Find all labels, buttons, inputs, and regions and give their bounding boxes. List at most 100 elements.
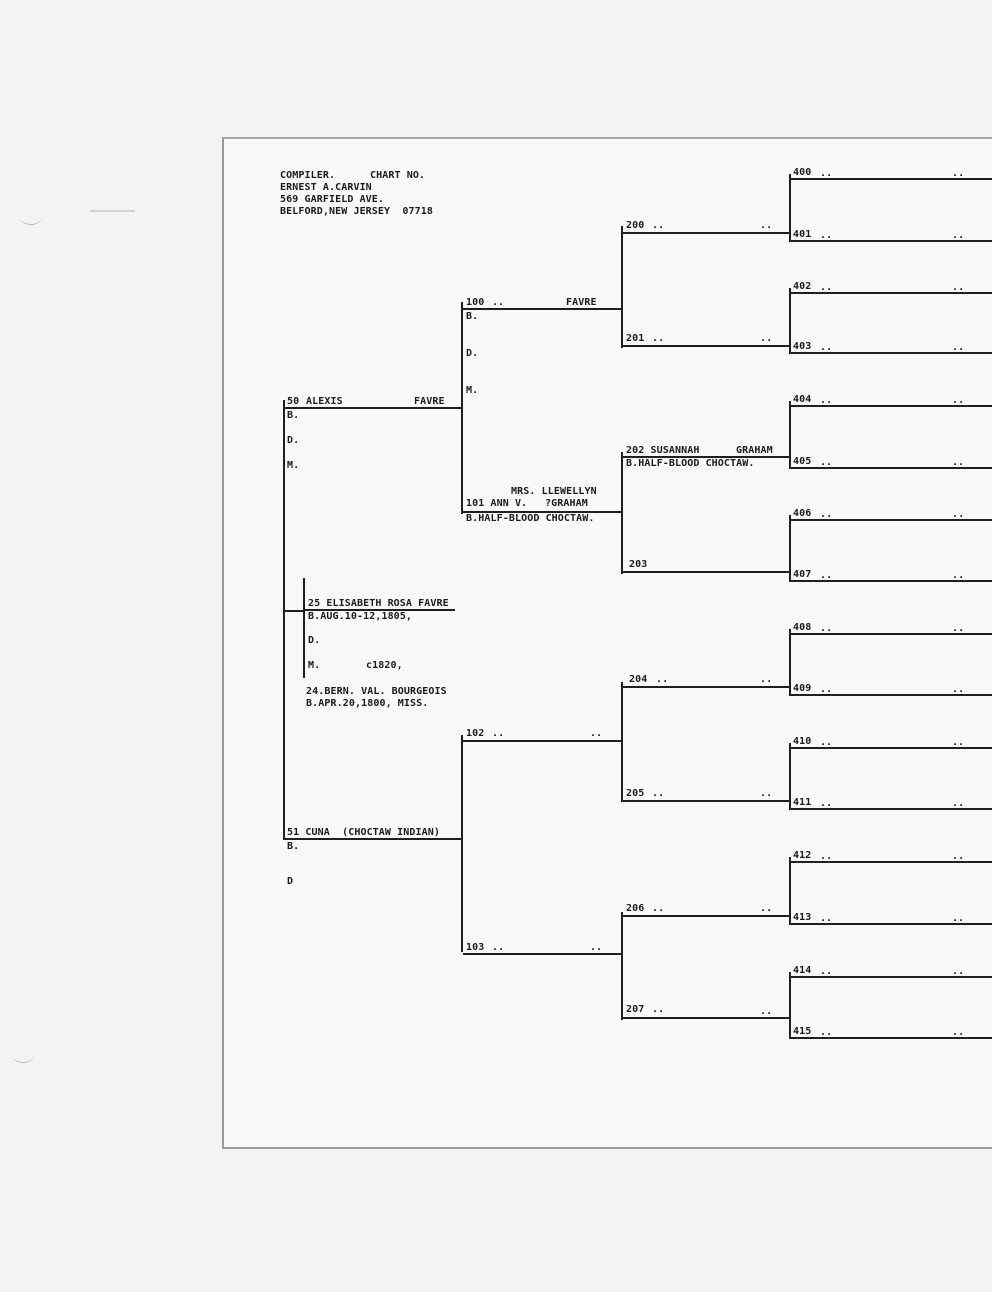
spouse-name: 24.BERN. VAL. BOURGEOIS: [306, 686, 447, 697]
ancestor-402-number: 402: [793, 281, 812, 292]
ancestor-409-line: [791, 694, 992, 696]
ancestor-415-dots-end: ..: [952, 1027, 965, 1038]
ancestor-400-dots: ..: [820, 168, 833, 179]
person-201-dots-end: ..: [760, 333, 773, 344]
person-201-number: 201: [626, 333, 645, 344]
person-50-marriage: M.: [287, 460, 300, 471]
ancestor-408-dots-end: ..: [952, 623, 965, 634]
connector-200-201: [621, 226, 623, 348]
subject-birth: B.AUG.10-12,1805,: [308, 611, 413, 622]
person-102-dots-end: ..: [590, 728, 603, 739]
ancestor-410-dots-end: ..: [952, 737, 965, 748]
person-205-dots-end: ..: [760, 788, 773, 799]
person-103-dots-end: ..: [590, 942, 603, 953]
ancestor-411-dots: ..: [820, 798, 833, 809]
person-100-surname: FAVRE: [566, 297, 597, 308]
person-102-dots: ..: [492, 728, 505, 739]
ancestor-414-line: [791, 976, 992, 978]
person-202-name: 202 SUSANNAH: [626, 445, 700, 456]
ancestor-407-number: 407: [793, 569, 812, 580]
ancestor-403-line: [791, 352, 992, 354]
connector-100-101: [461, 302, 463, 514]
person-100-number: 100: [466, 297, 485, 308]
person-50-death: D.: [287, 435, 300, 446]
ancestor-413-dots-end: ..: [952, 913, 965, 924]
ancestor-409-number: 409: [793, 683, 812, 694]
ancestor-407-dots-end: ..: [952, 570, 965, 581]
person-207-line: [623, 1017, 791, 1019]
ancestor-405-dots: ..: [820, 457, 833, 468]
compiler-city: BELFORD,NEW JERSEY 07718: [280, 206, 434, 217]
ancestor-411-number: 411: [793, 797, 812, 808]
person-100-birth: B.: [466, 311, 479, 322]
ancestor-414-number: 414: [793, 965, 812, 976]
ancestor-402-dots: ..: [820, 282, 833, 293]
person-207-number: 207: [626, 1004, 645, 1015]
ancestor-409-dots-end: ..: [952, 684, 965, 695]
ancestor-403-number: 403: [793, 341, 812, 352]
ancestor-414-dots-end: ..: [952, 966, 965, 977]
person-50-name: ALEXIS: [306, 396, 343, 407]
ancestor-405-dots-end: ..: [952, 457, 965, 468]
person-204-dots-end: ..: [760, 674, 773, 685]
connector-102-103: [461, 735, 463, 952]
person-200-dots-end: ..: [760, 220, 773, 231]
person-100-death: D.: [466, 348, 479, 359]
ancestor-406-number: 406: [793, 508, 812, 519]
ancestor-402-line: [791, 292, 992, 294]
connector-408-409: [789, 629, 791, 696]
person-51-birth: B.: [287, 841, 300, 852]
person-103-dots: ..: [492, 942, 505, 953]
connector-406-407: [789, 515, 791, 582]
connector-204-205: [621, 682, 623, 802]
person-200-dots: ..: [652, 220, 665, 231]
person-100-line: [463, 308, 623, 310]
person-51-death: D: [287, 876, 294, 887]
ancestor-403-dots: ..: [820, 342, 833, 353]
person-101-line: [463, 511, 623, 513]
person-103-number: 103: [466, 942, 485, 953]
subject-marriage-label: M.: [308, 660, 321, 671]
ancestor-405-line: [791, 467, 992, 469]
binder-hole-top: [20, 210, 42, 225]
subject-connector: [303, 578, 305, 678]
ancestor-406-dots-end: ..: [952, 509, 965, 520]
person-202-note: B.HALF-BLOOD CHOCTAW.: [626, 458, 755, 469]
ancestor-413-dots: ..: [820, 913, 833, 924]
person-205-number: 205: [626, 788, 645, 799]
ancestor-412-dots: ..: [820, 851, 833, 862]
person-202-line: [623, 456, 791, 458]
ancestor-408-line: [791, 633, 992, 635]
ancestor-415-number: 415: [793, 1026, 812, 1037]
person-50-birth: B.: [287, 410, 300, 421]
subject-link: [285, 610, 303, 612]
connector-206-207: [621, 912, 623, 1020]
ancestor-412-dots-end: ..: [952, 851, 965, 862]
person-102-number: 102: [466, 728, 485, 739]
ancestor-409-dots: ..: [820, 684, 833, 695]
person-201-dots: ..: [652, 333, 665, 344]
person-205-dots: ..: [652, 788, 665, 799]
connector-400-401: [789, 174, 791, 242]
person-103-line: [463, 953, 623, 955]
connector-412-413: [789, 857, 791, 925]
person-206-number: 206: [626, 903, 645, 914]
ancestor-414-dots: ..: [820, 966, 833, 977]
binder-hole-bottom: [12, 1048, 34, 1063]
person-200-number: 200: [626, 220, 645, 231]
ancestor-415-dots: ..: [820, 1027, 833, 1038]
pedigree-chart-sheet: [222, 137, 992, 1149]
person-206-dots-end: ..: [760, 903, 773, 914]
ancestor-406-line: [791, 519, 992, 521]
person-50-line: [285, 407, 462, 409]
ancestor-404-dots-end: ..: [952, 395, 965, 406]
ancestor-410-number: 410: [793, 736, 812, 747]
ancestor-407-dots: ..: [820, 570, 833, 581]
ancestor-413-line: [791, 923, 992, 925]
person-202-surname: GRAHAM: [736, 445, 773, 456]
ancestor-401-dots: ..: [820, 230, 833, 241]
connector-202-203: [621, 452, 623, 574]
ancestor-412-line: [791, 861, 992, 863]
compiler-street: 569 GARFIELD AVE.: [280, 194, 385, 205]
ancestor-406-dots: ..: [820, 509, 833, 520]
